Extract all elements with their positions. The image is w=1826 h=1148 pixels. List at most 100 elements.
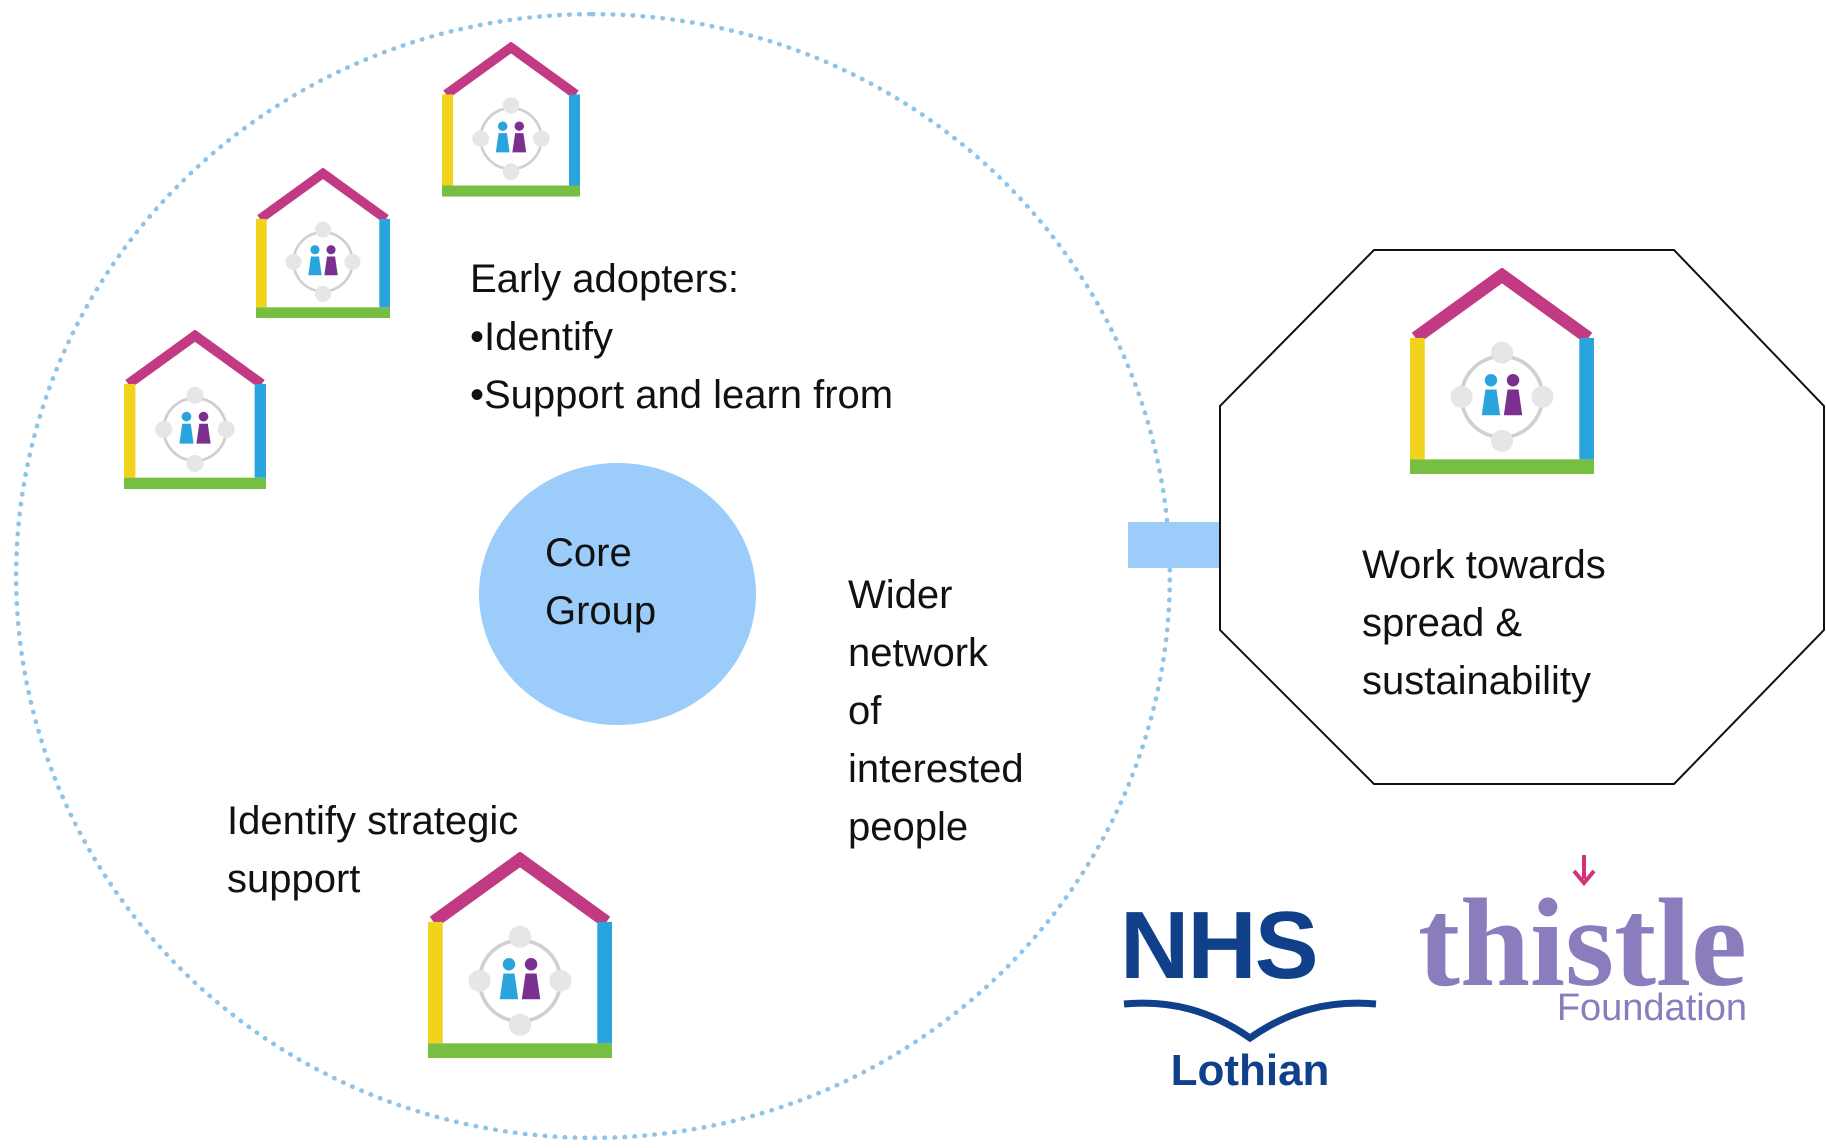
house-ring-node: [1450, 385, 1473, 408]
person-head: [1484, 373, 1498, 387]
house-center-ring: [1459, 354, 1545, 440]
house-left-wall: [1410, 337, 1425, 460]
house-ring-node: [285, 253, 302, 270]
house-model-icon: [1410, 267, 1594, 479]
core-group-line-1: Core: [545, 531, 632, 575]
core-group-label: Core Group: [545, 524, 656, 640]
person-head: [524, 957, 538, 971]
person-body: [1481, 389, 1501, 416]
house-floor: [124, 477, 266, 490]
wider-network-line: of: [848, 689, 882, 733]
house-right-wall: [379, 218, 390, 308]
house-ring-node: [155, 420, 173, 438]
house-center-ring: [477, 938, 563, 1024]
thistle-logo-word: thistle: [1418, 874, 1747, 1013]
early-adopters-item: •Identify: [470, 315, 613, 359]
house-roof: [125, 329, 265, 388]
person-body: [196, 423, 211, 444]
house-left-wall: [428, 921, 443, 1044]
strategic-support-line: Identify strategic: [227, 799, 519, 843]
house-ring-node: [217, 420, 235, 438]
house-roof: [1411, 267, 1593, 344]
house-right-wall: [254, 383, 266, 478]
house-right-wall: [568, 94, 580, 186]
house-roof: [429, 851, 611, 928]
thistle-foundation-logo: thistle Foundation: [1418, 855, 1747, 1030]
house-ring-node: [472, 130, 489, 147]
wider-network-text: Wider network of interested people: [848, 566, 1024, 856]
house-model-icon: [442, 41, 580, 202]
house-ring-node: [186, 386, 204, 404]
person-body: [308, 256, 322, 276]
house-ring-node: [502, 163, 520, 180]
early-adopters-item: •Support and learn from: [470, 373, 894, 417]
core-group-circle: [479, 463, 756, 725]
house-floor: [442, 185, 580, 197]
person-head: [514, 121, 524, 131]
core-group-line-2: Group: [545, 589, 657, 633]
house-right-wall: [1579, 337, 1594, 460]
thistle-logo-sub: Foundation: [1556, 987, 1747, 1029]
person-body: [521, 973, 541, 1000]
person-body: [1503, 389, 1523, 416]
person-body: [324, 256, 338, 276]
house-ring-node: [549, 969, 572, 992]
house-ring-node: [508, 1013, 532, 1036]
person-head: [310, 245, 320, 255]
house-ring-node: [1490, 429, 1514, 452]
nhs-lothian-logo: NHS Lothian: [1120, 896, 1380, 1096]
house-roof: [257, 167, 389, 223]
house-center-ring: [162, 396, 228, 463]
wider-network-line: people: [848, 805, 969, 849]
nhs-logo-sub: Lothian: [1170, 1046, 1330, 1095]
house-left-wall: [256, 218, 267, 308]
person-body: [512, 133, 527, 153]
spread-line: sustainability: [1362, 659, 1592, 703]
thistle-arrow-icon: [1572, 855, 1596, 887]
wider-network-line: network: [848, 631, 989, 675]
house-ring-node: [186, 454, 204, 472]
person-head: [326, 245, 336, 255]
house-ring-node: [508, 925, 532, 948]
house-model-icon: [124, 329, 266, 494]
person-body: [495, 133, 510, 153]
house-ring-node: [1490, 341, 1514, 364]
early-adopters-text: Early adopters: •Identify •Support and l…: [470, 250, 893, 424]
house-ring-node: [314, 221, 332, 238]
house-ring-node: [344, 253, 361, 270]
house-left-wall: [124, 383, 136, 478]
wider-network-line: interested: [848, 747, 1024, 791]
house-roof: [443, 41, 579, 99]
house-floor: [256, 307, 390, 319]
person-head: [1506, 373, 1520, 387]
wider-network-circle: [14, 12, 1172, 1140]
spread-line: Work towards: [1362, 543, 1606, 587]
house-ring-node: [314, 285, 332, 302]
person-head: [498, 121, 508, 131]
house-left-wall: [442, 94, 454, 186]
strategic-support-text: Identify strategic support: [227, 792, 518, 908]
person-head: [502, 957, 516, 971]
house-ring-node: [468, 969, 491, 992]
person-body: [179, 423, 194, 444]
house-ring-node: [1531, 385, 1554, 408]
house-center-ring: [479, 106, 543, 171]
nhs-wave-icon: [1123, 999, 1377, 1043]
house-ring-node: [502, 97, 520, 114]
person-body: [499, 973, 519, 1000]
person-head: [181, 411, 192, 422]
spread-text: Work towards spread & sustainability: [1362, 536, 1606, 710]
strategic-support-line: support: [227, 857, 361, 901]
house-floor: [428, 1043, 612, 1059]
house-model-icon: [428, 851, 612, 1063]
house-right-wall: [597, 921, 612, 1044]
house-ring-node: [533, 130, 550, 147]
house-floor: [1410, 459, 1594, 475]
person-head: [198, 411, 209, 422]
early-adopters-heading: Early adopters:: [470, 257, 740, 301]
spread-line: spread &: [1362, 601, 1523, 645]
wider-network-line: Wider: [848, 573, 953, 617]
spread-octagon: [1219, 249, 1825, 785]
house-center-ring: [292, 230, 354, 293]
nhs-logo-letters: NHS: [1120, 892, 1319, 999]
